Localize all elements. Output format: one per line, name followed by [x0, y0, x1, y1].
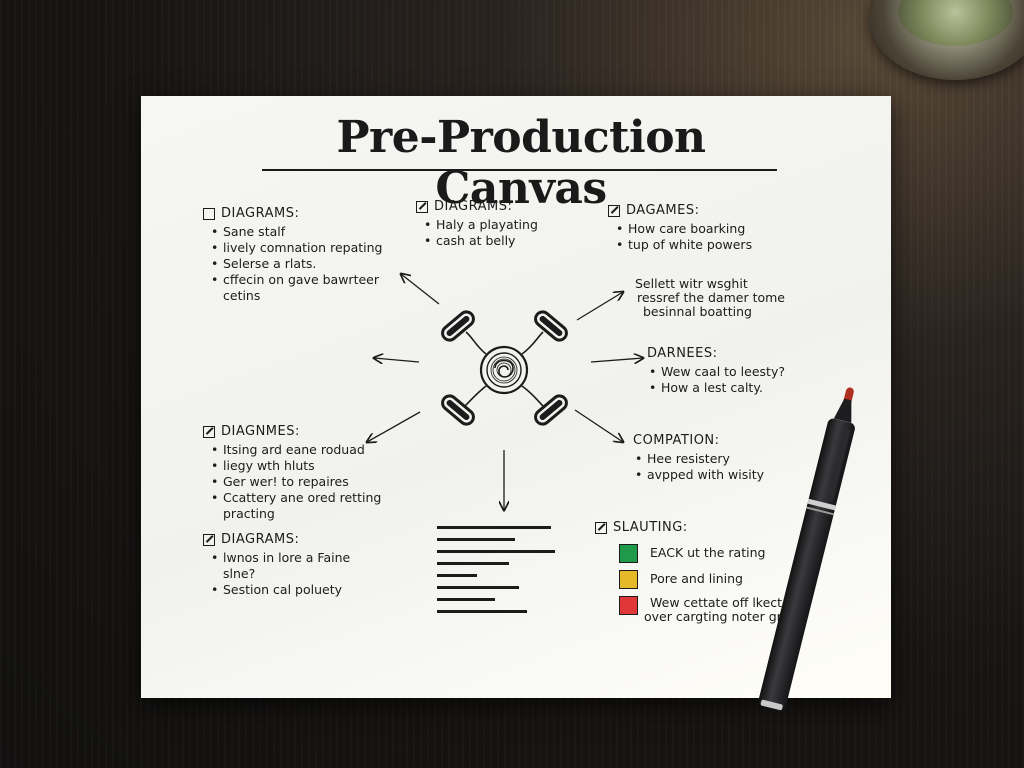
checked-box-icon	[595, 522, 607, 534]
text-line	[437, 562, 509, 565]
legend-row: EACK ut the rating	[619, 540, 835, 566]
list-item: Ccattery ane ored retting	[211, 490, 423, 506]
list-continuation: cetins	[223, 288, 261, 303]
block-top-right: DAGAMES: How care boarking tup of white …	[608, 203, 808, 253]
block-mid-left: DIAGNMES: Itsing ard eane roduad liegy w…	[203, 424, 423, 522]
checked-box-icon	[416, 201, 428, 213]
list-item: Sane stalf	[211, 224, 423, 240]
note-line: ressref the damer tome	[637, 290, 785, 305]
note-line: besinnal boatting	[643, 304, 752, 319]
item-list: How care boarking tup of white powers	[608, 221, 808, 253]
list-item: Ger wer! to repaires	[211, 474, 423, 490]
list-item: avpped with wisity	[635, 467, 833, 483]
text-line	[437, 550, 555, 553]
legend-label: Pore and lining	[650, 571, 743, 586]
checked-box-icon	[203, 426, 215, 438]
red-swatch	[619, 596, 638, 615]
legend-label-group: Wew cettate off lkect over cargting note…	[644, 596, 801, 624]
block-right-mid: DARNEES: Wew caal to leesty? How a lest …	[647, 346, 847, 396]
item-list: Sestion cal poluety	[203, 582, 403, 598]
green-swatch	[619, 543, 638, 563]
hub-pad-icons	[441, 310, 568, 426]
block-right-lower: COMPATION: Hee resistery avpped with wis…	[633, 433, 833, 483]
list-item: lively comnation repating	[211, 240, 423, 256]
page-title: Pre-Production Canvas	[336, 112, 706, 214]
list-item: How care boarking	[616, 221, 808, 237]
heading-label: DIAGNMES:	[221, 424, 300, 439]
text-line	[437, 574, 477, 577]
block-heading: COMPATION:	[633, 433, 833, 449]
block-heading: DAGAMES:	[608, 203, 808, 219]
block-heading: SLAUTING:	[595, 520, 835, 536]
arrow-icon	[367, 274, 643, 510]
list-continuation: slne?	[223, 566, 256, 581]
item-list: Wew caal to leesty? How a lest calty.	[647, 364, 847, 396]
block-heading: DARNEES:	[647, 346, 847, 362]
item-list: Haly a playating cash at belly	[416, 217, 586, 249]
list-item: cash at belly	[424, 233, 586, 249]
block-heading: DIAGNMES:	[203, 424, 423, 440]
list-item: liegy wth hluts	[211, 458, 423, 474]
note-block: Sellett witr wsghit ressref the damer to…	[635, 277, 815, 319]
legend-label: Wew cettate off lkect	[650, 595, 783, 610]
item-list: Itsing ard eane roduad liegy wth hluts G…	[203, 442, 423, 506]
text-line	[437, 610, 527, 613]
heading-label: DIAGRAMS:	[221, 206, 300, 221]
list-item: Wew caal to leesty?	[649, 364, 847, 380]
checkbox-icon	[203, 208, 215, 220]
text-line	[437, 538, 515, 541]
list-item: Sestion cal poluety	[211, 582, 403, 598]
text-line	[437, 586, 519, 589]
hub-diagram	[361, 266, 691, 536]
hub-spokes	[464, 331, 544, 407]
legend-label: over cargting noter gring	[644, 609, 802, 624]
text-line	[437, 526, 551, 529]
heading-label: DIAGRAMS:	[221, 532, 300, 547]
item-list: Sane stalf lively comnation repating Sel…	[203, 224, 423, 288]
list-item: Selerse a rlats.	[211, 256, 423, 272]
heading-label: DAGAMES:	[626, 203, 700, 218]
note-line: Sellett witr wsghit	[635, 276, 748, 291]
yellow-swatch	[619, 569, 638, 589]
block-top-left: DIAGRAMS: Sane stalf lively comnation re…	[203, 206, 423, 304]
heading-label: COMPATION:	[633, 433, 720, 448]
list-item: How a lest calty.	[649, 380, 847, 396]
block-status-legend: SLAUTING: EACK ut the rating Pore and li…	[595, 520, 835, 624]
block-top-center: DIAGRAMS: Haly a playating cash at belly	[416, 199, 586, 249]
list-continuation: practing	[223, 506, 275, 521]
legend-row: Pore and lining	[619, 566, 835, 592]
list-item: tup of white powers	[616, 237, 808, 253]
block-heading: DIAGRAMS:	[203, 206, 423, 222]
block-heading: DIAGRAMS:	[203, 532, 403, 548]
heading-label: DARNEES:	[647, 346, 718, 361]
item-list: lwnos in lore a Faine	[203, 550, 403, 566]
checked-box-icon	[608, 205, 620, 217]
legend-label: EACK ut the rating	[650, 545, 766, 560]
list-item: lwnos in lore a Faine	[211, 550, 403, 566]
cup-contents	[898, 0, 1013, 46]
heading-label: DIAGRAMS:	[434, 199, 513, 214]
list-item: cffecin on gave bawrteer	[211, 272, 423, 288]
list-item: Itsing ard eane roduad	[211, 442, 423, 458]
checked-box-icon	[203, 534, 215, 546]
heading-label: SLAUTING:	[613, 520, 688, 535]
block-bottom-left: DIAGRAMS: lwnos in lore a Faine slne? Se…	[203, 532, 403, 598]
title-underline	[262, 169, 777, 171]
list-item: Hee resistery	[635, 451, 833, 467]
canvas-sheet: Pre-Production Canvas DIAGRAMS: Sane sta…	[141, 96, 891, 698]
legend-rows: EACK ut the rating Pore and lining Wew c…	[595, 540, 835, 624]
hub-gear-icon	[479, 345, 529, 395]
text-line	[437, 598, 495, 601]
legend-row: Wew cettate off lkect over cargting note…	[619, 592, 835, 624]
placeholder-text-lines	[437, 526, 555, 622]
block-heading: DIAGRAMS:	[416, 199, 586, 215]
item-list: Hee resistery avpped with wisity	[633, 451, 833, 483]
list-item: Haly a playating	[424, 217, 586, 233]
